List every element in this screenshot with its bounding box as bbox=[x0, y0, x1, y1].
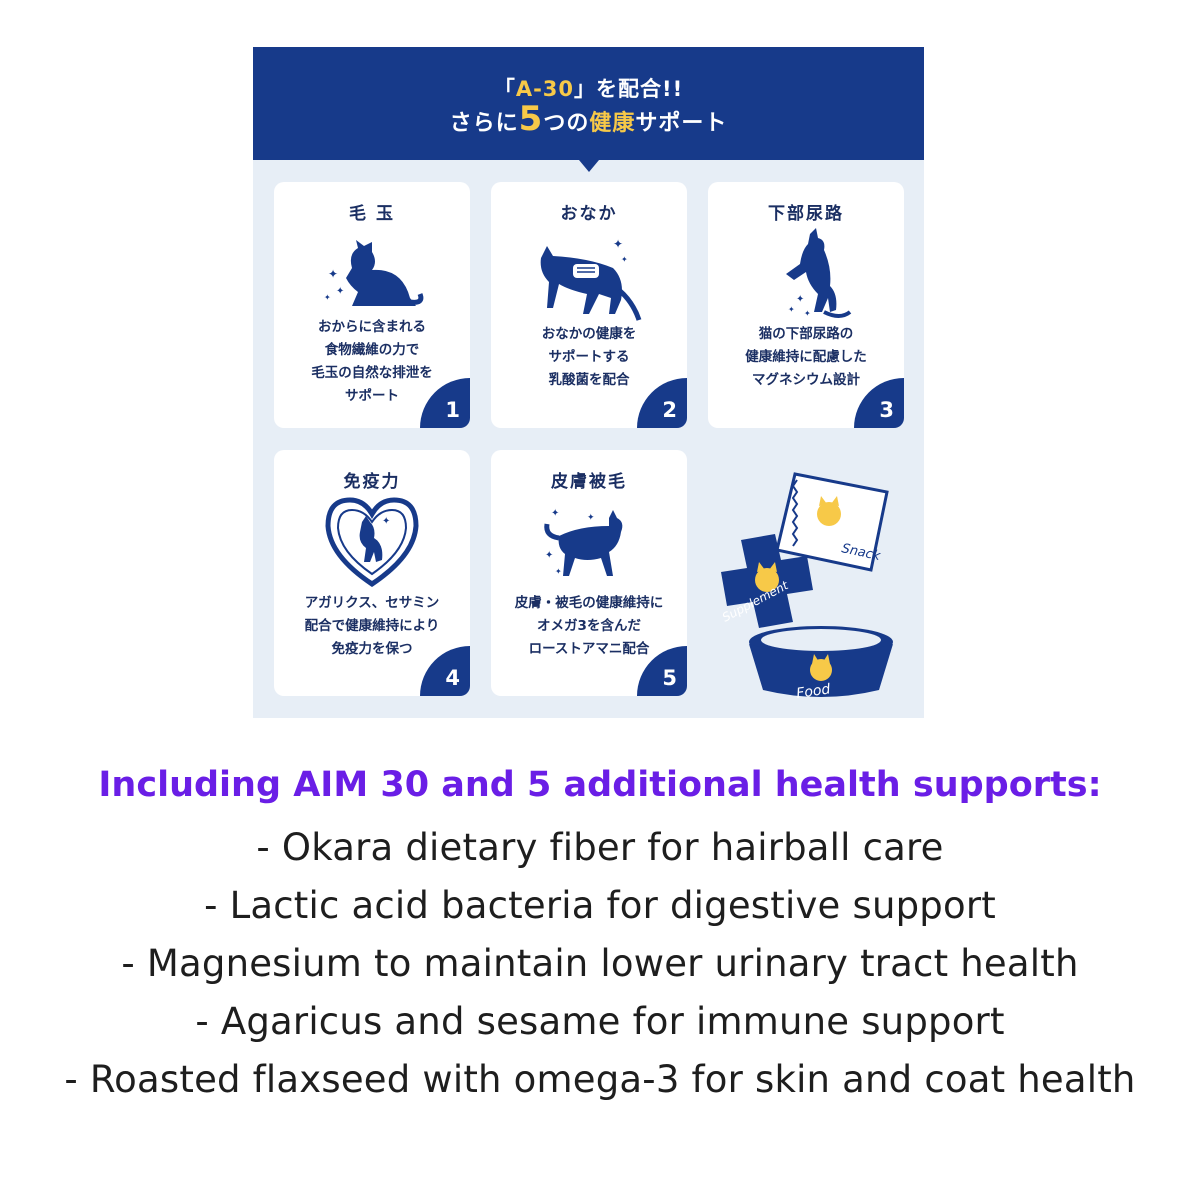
card-number: 2 bbox=[662, 398, 677, 422]
svg-text:✦: ✦ bbox=[328, 267, 338, 281]
card-desc-line: おからに含まれる bbox=[318, 319, 426, 335]
banner-bracket-open: 「 bbox=[493, 77, 516, 101]
card-title: 皮膚被毛 bbox=[551, 472, 627, 492]
card-title: 毛 玉 bbox=[349, 204, 395, 224]
banner-sub-pre: さらに bbox=[449, 111, 519, 136]
heart-cat-icon: ✦ bbox=[325, 497, 419, 588]
card-desc-line: おなかの健康を bbox=[541, 326, 637, 342]
banner-subline: さらに5つの健康サポート bbox=[253, 102, 924, 137]
card-number: 4 bbox=[445, 666, 460, 690]
caption-item-urinary: - Magnesium to maintain lower urinary tr… bbox=[121, 942, 1079, 985]
card-desc-line: アガリクス、セサミン bbox=[304, 595, 440, 611]
card-title: おなか bbox=[560, 204, 618, 224]
banner-sub-mid: つの bbox=[543, 111, 590, 136]
food-bowl-icon: Food bbox=[749, 626, 893, 702]
banner-pointer bbox=[579, 160, 599, 172]
support-card-immunity: 免疫力 ✦ アガリクス、セサミン 配合で健康維持により 免疫力を保つ 4 bbox=[274, 450, 470, 696]
card-description: 皮膚・被毛の健康維持に オメガ3を含んだ ローストアマニ配合 bbox=[499, 592, 679, 661]
support-card-urinary: 下部尿路 ✦ ✦ ✦ 猫の下部尿路の 健康維持に配慮した マグネシウム設計 3 bbox=[708, 182, 904, 428]
cat-standing-icon: ✦ ✦ ✦ bbox=[786, 228, 852, 318]
caption-item-digestive: - Lactic acid bacteria for digestive sup… bbox=[204, 884, 996, 927]
snack-pack-icon: Snack bbox=[775, 472, 889, 572]
card-number-badge: 4 bbox=[420, 646, 470, 696]
card-desc-line: オメガ3を含んだ bbox=[537, 618, 641, 634]
banner-headline: 「A-30」を配合!! bbox=[253, 73, 924, 103]
cat-licking-icon: ✦ ✦ ✦ bbox=[324, 240, 424, 306]
svg-text:✦: ✦ bbox=[382, 516, 390, 527]
card-desc-line: 免疫力を保つ bbox=[331, 641, 413, 657]
card-number: 5 bbox=[662, 666, 677, 690]
card-description: おなかの健康を サポートする 乳酸菌を配合 bbox=[499, 323, 679, 392]
svg-text:✦: ✦ bbox=[587, 513, 595, 523]
svg-text:✦: ✦ bbox=[613, 237, 623, 251]
infographic-panel: 「A-30」を配合!! さらに5つの健康サポート 毛 玉 ✦ ✦ ✦ おからに含… bbox=[253, 47, 924, 718]
card-description: 猫の下部尿路の 健康維持に配慮した マグネシウム設計 bbox=[716, 323, 896, 392]
support-card-hairball: 毛 玉 ✦ ✦ ✦ おからに含まれる 食物繊維の力で 毛玉の自然な排泄を サポー… bbox=[274, 182, 470, 428]
banner-sub-post: サポート bbox=[635, 111, 728, 136]
support-card-skin-coat: 皮膚被毛 ✦ ✦ ✦ ✦ 皮膚・被毛の健康維持に オメガ3を含んだ ローストアマ… bbox=[491, 450, 687, 696]
svg-text:✦: ✦ bbox=[804, 309, 811, 318]
card-desc-line: 健康維持に配慮した bbox=[745, 349, 867, 365]
card-description: アガリクス、セサミン 配合で健康維持により 免疫力を保つ bbox=[282, 592, 462, 661]
cat-walking-icon: ✦ ✦ ✦ ✦ bbox=[544, 508, 623, 576]
card-desc-line: 猫の下部尿路の bbox=[758, 326, 854, 342]
card-description: おからに含まれる 食物繊維の力で 毛玉の自然な排泄を サポート bbox=[282, 316, 462, 408]
svg-text:✦: ✦ bbox=[336, 286, 344, 297]
caption-item-immune: - Agaricus and sesame for immune support bbox=[195, 1000, 1005, 1043]
card-desc-line: 食物繊維の力で bbox=[324, 342, 420, 358]
card-title: 下部尿路 bbox=[768, 204, 844, 224]
svg-text:✦: ✦ bbox=[796, 294, 804, 305]
caption-item-hairball: - Okara dietary fiber for hairball care bbox=[256, 826, 944, 869]
banner-five: 5 bbox=[518, 99, 544, 139]
header-banner: 「A-30」を配合!! さらに5つの健康サポート bbox=[253, 47, 924, 160]
card-desc-line: 毛玉の自然な排泄を bbox=[311, 365, 433, 381]
banner-health: 健康 bbox=[589, 111, 636, 136]
card-number: 3 bbox=[879, 398, 894, 422]
card-desc-line: 乳酸菌を配合 bbox=[548, 372, 630, 388]
card-desc-line: サポートする bbox=[548, 349, 630, 365]
card-desc-line: ローストアマニ配合 bbox=[528, 641, 650, 657]
card-desc-line: マグネシウム設計 bbox=[752, 372, 860, 388]
product-goods-illustration: Snack Supplement Food bbox=[720, 472, 893, 702]
banner-a30: A-30 bbox=[515, 77, 575, 101]
caption-item-skin-coat: - Roasted flaxseed with omega-3 for skin… bbox=[64, 1058, 1136, 1101]
svg-text:✦: ✦ bbox=[324, 293, 331, 302]
svg-text:✦: ✦ bbox=[545, 550, 553, 561]
svg-text:✦: ✦ bbox=[555, 567, 562, 576]
card-title: 免疫力 bbox=[343, 472, 401, 492]
cat-digestion-icon: ✦ ✦ bbox=[540, 237, 642, 321]
card-desc-line: サポート bbox=[345, 388, 399, 404]
svg-text:✦: ✦ bbox=[551, 508, 559, 519]
food-label: Food bbox=[795, 681, 831, 702]
card-desc-line: 配合で健康維持により bbox=[304, 618, 440, 634]
svg-text:✦: ✦ bbox=[621, 255, 628, 264]
banner-headline-tail: 」を配合!! bbox=[574, 77, 684, 101]
card-desc-line: 皮膚・被毛の健康維持に bbox=[514, 595, 664, 611]
card-number: 1 bbox=[445, 398, 460, 422]
support-card-digestion: おなか ✦ ✦ おなかの健康を サポートする 乳酸菌を配合 2 bbox=[491, 182, 687, 428]
svg-text:✦: ✦ bbox=[788, 305, 795, 314]
caption-heading: Including AIM 30 and 5 additional health… bbox=[98, 765, 1102, 805]
